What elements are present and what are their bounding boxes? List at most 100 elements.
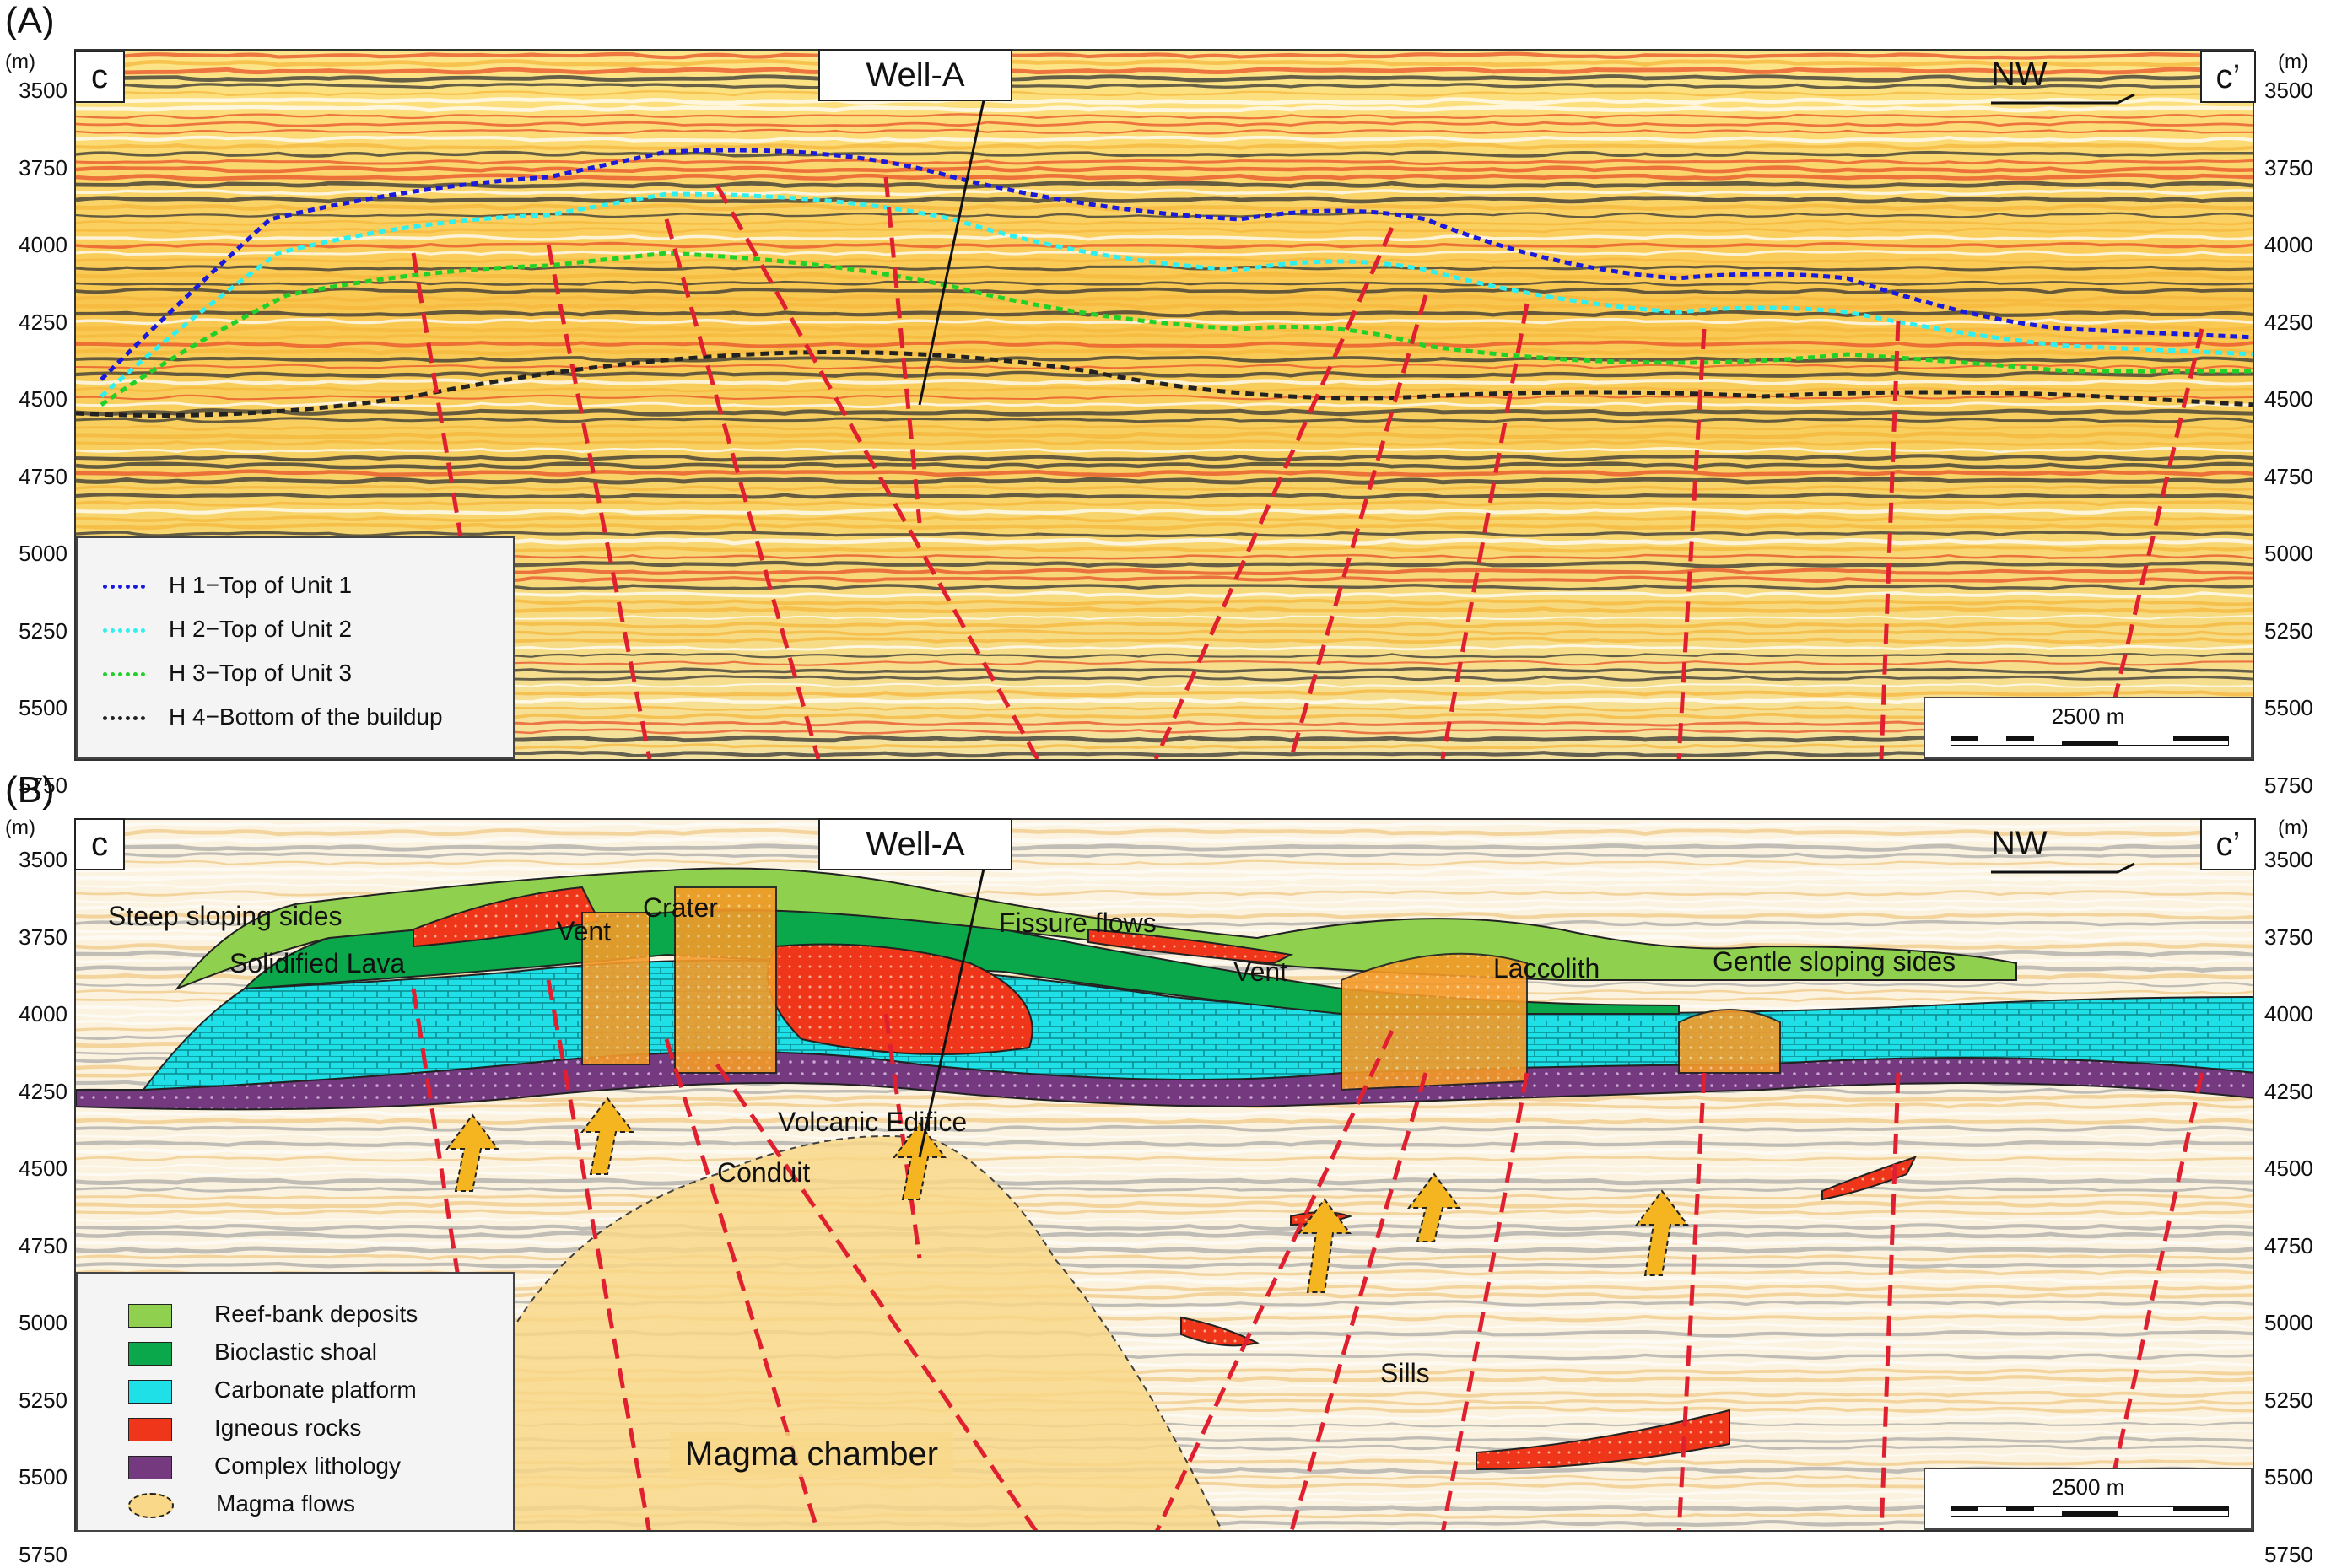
reflector-line	[76, 135, 2253, 143]
reflector-line	[76, 165, 2253, 174]
reflector-line	[76, 492, 2253, 500]
reflector-line	[76, 51, 2253, 60]
annotation-laccolith: Laccolith	[1493, 953, 1600, 983]
reflector-line	[76, 128, 2253, 135]
reflector-line	[76, 159, 2253, 165]
reflector-line	[76, 196, 2253, 204]
reflector-line	[76, 241, 2253, 250]
reflector-line	[76, 234, 2253, 242]
depth-tick-label: 3750	[19, 924, 67, 950]
depth-tick-label: 4250	[19, 309, 67, 335]
depth-tick-label: 4500	[19, 1156, 67, 1181]
depth-tick-label: 3500	[19, 78, 67, 103]
igneous-flow	[1087, 928, 1294, 965]
reflector-line	[76, 828, 2253, 837]
legend-item-h3: H 3−Top of Unit 3	[103, 660, 352, 687]
reflector-line	[76, 1253, 2253, 1262]
depth-unit-right: (m)	[2278, 816, 2308, 839]
reflector-line	[76, 1124, 2253, 1133]
depth-tick-label: 4000	[19, 232, 67, 257]
igneous-edifice	[767, 943, 1033, 1055]
dotted-line-icon	[103, 716, 145, 721]
reflector-line	[76, 531, 2253, 538]
scale-bar-label: 2500 m	[2051, 703, 2125, 729]
depth-tick-label: 5750	[19, 772, 67, 798]
direction-indicator: NW	[1991, 825, 2143, 874]
arrow-right-icon	[1991, 862, 2135, 874]
reflector-line	[76, 522, 2253, 531]
depth-tick-label: 4500	[19, 386, 67, 412]
arrow-right-icon	[1991, 93, 2135, 105]
reflector-line	[76, 181, 2253, 189]
annotation-vent-2: Vent	[1233, 956, 1288, 987]
reflector-line	[76, 882, 2253, 889]
reflector-line	[76, 257, 2253, 264]
reflector-line	[76, 310, 2253, 318]
reflector-line	[76, 317, 2253, 326]
legend-item-magma-flows: Magma flows	[128, 1490, 355, 1518]
laccolith-body	[1341, 952, 1528, 1091]
depth-tick-label: 5500	[2264, 1464, 2313, 1490]
vent-body	[1678, 1009, 1781, 1074]
reflector-line	[76, 866, 2253, 875]
reflector-line	[76, 1246, 2253, 1254]
reflector-line	[76, 515, 2253, 523]
scale-bar-graphic	[1951, 736, 2229, 746]
scale-bar-label: 2500 m	[2051, 1474, 2125, 1500]
annotation-crater: Crater	[643, 892, 718, 923]
reflector-line	[76, 355, 2253, 364]
reflector-line	[76, 1216, 2253, 1223]
reflector-line	[76, 280, 2253, 287]
reflector-line	[76, 219, 2253, 226]
reflector-line	[76, 507, 2253, 515]
depth-unit-left: (m)	[5, 816, 35, 839]
reflector-line	[76, 203, 2253, 212]
depth-tick-label: 5750	[2264, 1541, 2313, 1567]
reflector-line	[256, 758, 2253, 759]
direction-indicator: NW	[1991, 56, 2143, 105]
crater-body	[674, 886, 777, 1074]
reflector-line	[76, 324, 2253, 333]
depth-tick-label: 4250	[2264, 1078, 2313, 1104]
depth-unit-right: (m)	[2278, 51, 2308, 73]
dotted-line-icon	[103, 628, 145, 633]
annotation-vent-1: Vent	[557, 916, 612, 946]
reflector-line	[76, 1186, 2253, 1193]
depth-tick-label: 3500	[19, 847, 67, 872]
reflector-line	[76, 121, 2253, 127]
vent-body	[581, 912, 650, 1065]
direction-label: NW	[1991, 56, 2048, 93]
annotation-magma-chamber: Magma chamber	[670, 1432, 954, 1477]
reflector-line	[76, 484, 2253, 493]
reflector-line	[76, 67, 2253, 75]
legend-item-igneous-rocks: Igneous rocks	[128, 1414, 361, 1441]
horizon-h4	[76, 350, 2253, 418]
depth-tick-label: 4000	[2264, 1001, 2313, 1026]
bioclastic-shoal-swatch-icon	[128, 1341, 172, 1366]
depth-tick-label: 5000	[2264, 541, 2313, 566]
reflector-line	[76, 74, 2253, 83]
horizon-legend: H 1−Top of Unit 1 H 2−Top of Unit 2 H 3−…	[76, 536, 515, 759]
reflector-line	[76, 97, 2253, 105]
carbonate-platform-swatch-icon	[128, 1379, 172, 1404]
depth-tick-label: 4500	[2264, 1156, 2313, 1181]
reflector-line	[76, 250, 2253, 256]
reflector-line	[76, 1156, 2253, 1162]
legend-item-bioclastic-shoal: Bioclastic shoal	[128, 1339, 377, 1366]
depth-tick-label: 5500	[2264, 695, 2313, 720]
reflector-line	[76, 83, 2253, 89]
reflector-line	[76, 843, 2253, 852]
panel-a-label: (A)	[5, 0, 55, 41]
reflector-line	[76, 332, 2253, 341]
lithology-legend: Reef-bank deposits Bioclastic shoal Carb…	[76, 1272, 515, 1532]
magma-flow-arrows	[445, 1097, 1689, 1293]
depth-tick-label: 4750	[19, 463, 67, 489]
section-end-label: c’	[2200, 51, 2256, 103]
depth-tick-label: 5000	[19, 1310, 67, 1335]
reflector-line	[76, 874, 2253, 882]
section-start-label: c	[74, 51, 125, 103]
well-a-trajectory	[918, 853, 989, 1158]
well-a-label: Well-A	[818, 49, 1012, 101]
section-end-label: c’	[2200, 818, 2256, 870]
depth-tick-label: 3750	[19, 154, 67, 181]
